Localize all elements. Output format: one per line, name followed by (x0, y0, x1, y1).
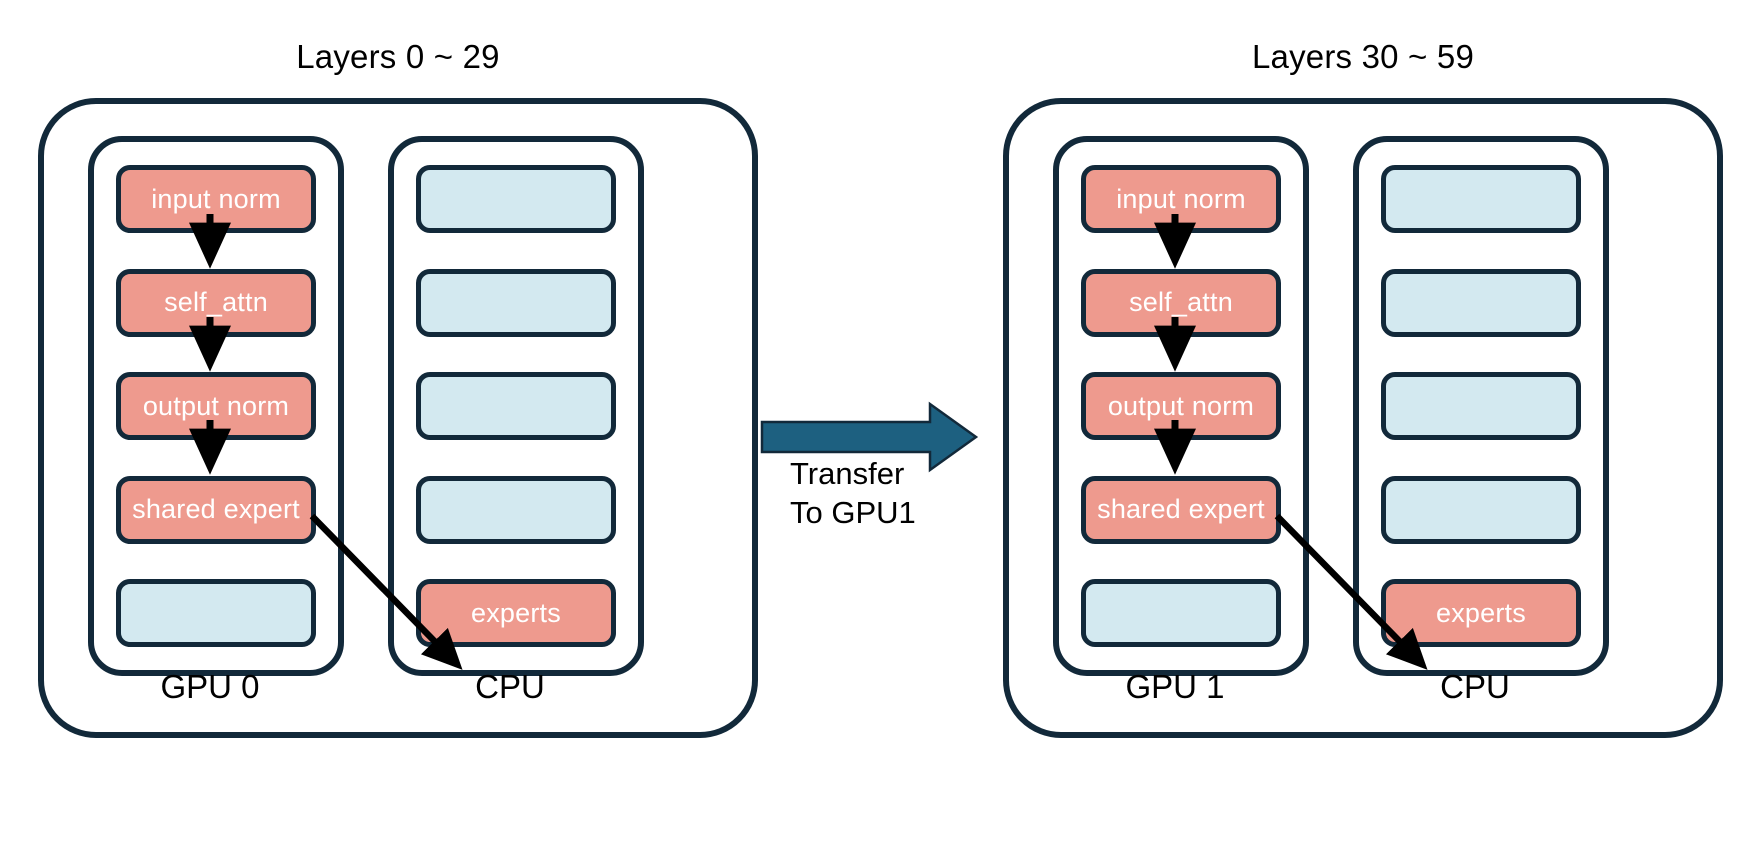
block-self-attn-r[interactable]: self_attn (1081, 268, 1281, 337)
block-input-norm-r[interactable]: input norm (1081, 165, 1281, 233)
block-experts-r[interactable]: experts (1381, 579, 1581, 647)
block-shared-expert-r[interactable]: shared expert (1081, 475, 1281, 544)
hardware-label-cpu-left: CPU (475, 668, 545, 705)
transfer-label-line2: To GPU1 (790, 494, 916, 530)
hardware-label-gpu1: GPU 1 (1125, 668, 1225, 705)
block-empty-cpu-1[interactable] (416, 165, 616, 233)
device-container-right: input norm self_attn output norm shared … (1003, 98, 1723, 738)
block-output-norm[interactable]: output norm (116, 372, 316, 440)
block-self-attn[interactable]: self_attn (116, 268, 316, 337)
block-experts[interactable]: experts (416, 579, 616, 647)
cpu-column-right: experts (1353, 136, 1609, 676)
block-empty-cpu-3[interactable] (416, 372, 616, 440)
transfer-label: Transfer To GPU1 (790, 455, 916, 533)
gpu-column-right: input norm self_attn output norm shared … (1053, 136, 1309, 676)
block-empty-cpu-r-3[interactable] (1381, 372, 1581, 440)
block-empty-cpu-4[interactable] (416, 475, 616, 544)
block-empty-gpu-r[interactable] (1081, 579, 1281, 647)
block-empty-cpu-2[interactable] (416, 268, 616, 337)
block-empty-cpu-r-2[interactable] (1381, 268, 1581, 337)
block-shared-expert[interactable]: shared expert (116, 475, 316, 544)
device-container-left: input norm self_attn output norm shared … (38, 98, 758, 738)
panel-title-right: Layers 30 ~ 59 (1251, 38, 1475, 75)
transfer-label-line1: Transfer (790, 456, 905, 491)
hardware-label-cpu-right: CPU (1440, 668, 1510, 705)
panel-title-left: Layers 0 ~ 29 (296, 38, 500, 75)
hardware-label-gpu0: GPU 0 (160, 668, 260, 705)
block-empty-gpu[interactable] (116, 579, 316, 647)
block-output-norm-r[interactable]: output norm (1081, 372, 1281, 440)
gpu-column-left: input norm self_attn output norm shared … (88, 136, 344, 676)
block-empty-cpu-r-4[interactable] (1381, 475, 1581, 544)
cpu-column-left: experts (388, 136, 644, 676)
block-input-norm[interactable]: input norm (116, 165, 316, 233)
block-empty-cpu-r-1[interactable] (1381, 165, 1581, 233)
